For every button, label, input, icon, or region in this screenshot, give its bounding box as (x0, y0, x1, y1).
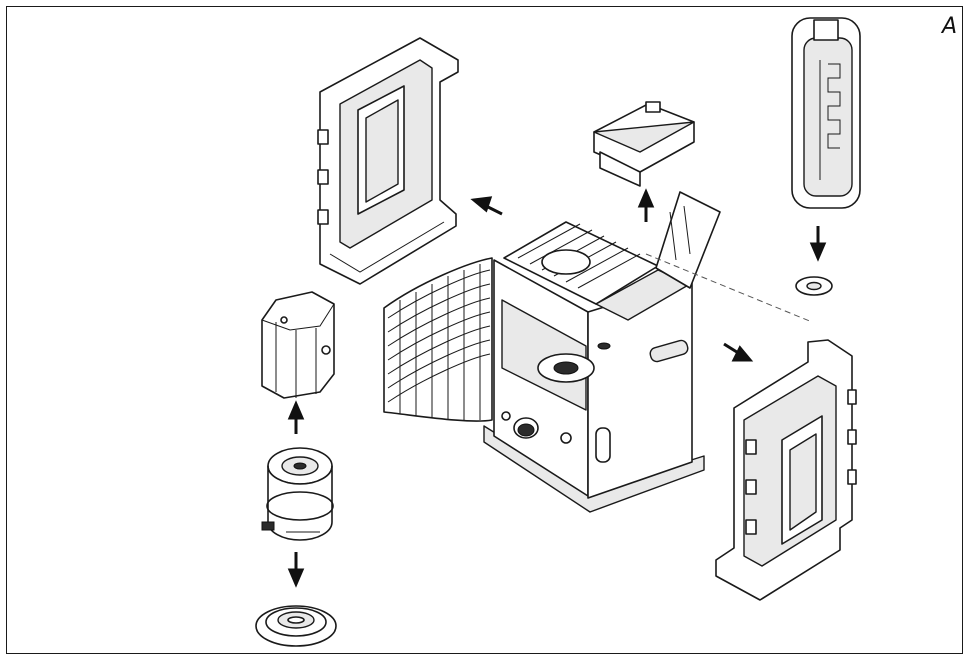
left-side-panel (317, 37, 459, 285)
heater-body (483, 221, 705, 513)
reflector-grille (383, 257, 493, 422)
figure-label: A (941, 14, 957, 39)
arrow-control-unit (637, 188, 655, 222)
ring-washer (795, 276, 833, 296)
tank-lid (645, 191, 813, 323)
right-side-panel (715, 339, 857, 601)
base-plate (255, 605, 337, 647)
arrow-chimney (287, 400, 305, 434)
door-panel (791, 17, 861, 209)
control-unit (593, 101, 695, 187)
arrow-door-panel (809, 226, 827, 262)
arrow-right-panel (723, 342, 754, 362)
arrow-base-plate (287, 552, 305, 588)
burner-assembly (261, 447, 334, 541)
arrow-left-panel (470, 196, 503, 216)
chimney-shield (261, 291, 335, 399)
